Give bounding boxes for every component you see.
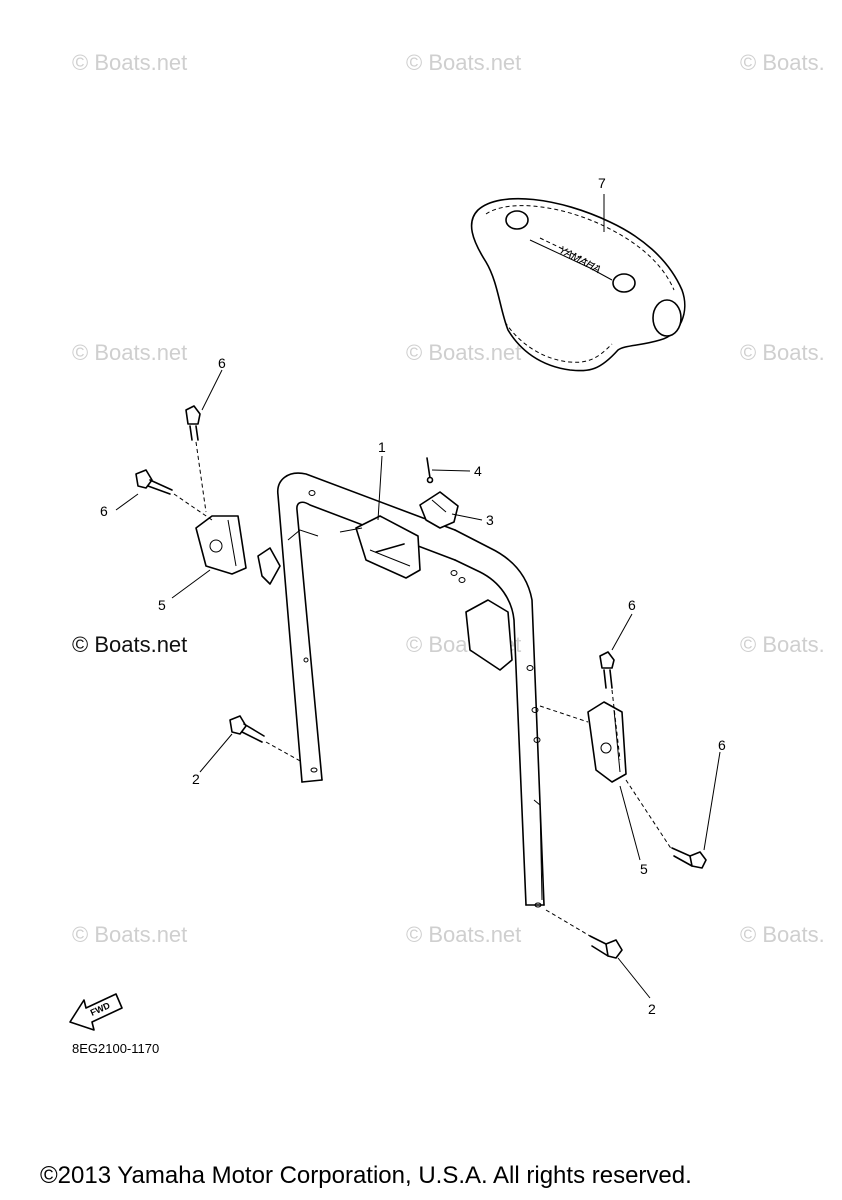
leader-5a [171,569,211,599]
leader-6d [703,751,721,851]
callout-6: 6 [218,355,226,371]
leader-6c [611,613,633,651]
leader-5b [619,785,641,861]
watermark: © Boats. [740,922,825,947]
callout-2: 2 [648,1001,656,1017]
leader-3 [451,513,483,521]
callout-6: 6 [718,737,726,753]
clip [419,491,459,529]
callout-6: 6 [100,503,108,519]
rivet [426,457,434,484]
leader-6b [115,493,139,511]
bolt-6-right [671,847,707,869]
watermark: © Boats.net [72,50,188,75]
callout-2: 2 [192,771,200,787]
bolt-6-top [185,405,201,441]
diagram-part-number: 8EG2100-1170 [72,1041,160,1056]
callout-5: 5 [640,861,648,877]
bolt-6-right-top [599,651,615,689]
leader-4 [431,469,471,472]
bracket-right [587,701,627,783]
watermark: © Boats.net [72,922,188,947]
watermark: © Boats. [740,340,825,365]
watermark: © Boats.net [406,50,522,75]
callout-4: 4 [474,463,482,479]
callout-5: 5 [158,597,166,613]
copyright-notice: ©2013 Yamaha Motor Corporation, U.S.A. A… [40,1162,692,1189]
watermark: © Boats. [740,50,825,75]
bolt-6-left [135,469,173,495]
bolt-2-left [229,715,265,743]
callout-7: 7 [598,175,606,191]
callout-1: 1 [378,439,386,455]
leader-1 [377,455,383,521]
leader-2a [199,733,233,773]
watermark: © Boats. [740,632,825,657]
bolt-2-right [589,935,623,959]
leader-2b [617,957,651,999]
watermark-strong: © Boats.net [72,632,188,657]
watermark: © Boats.net [406,340,522,365]
callout-6: 6 [628,597,636,613]
watermark: © Boats.net [406,922,522,947]
callout-3: 3 [486,512,494,528]
bracket-left [195,515,281,585]
watermark: © Boats.net [72,340,188,365]
fwd-arrow-icon: FWD [69,993,123,1031]
leader-6a [201,369,223,411]
handlebar-cover: YAMAHA [470,197,686,372]
steering-frame [277,472,545,908]
cover-logo: YAMAHA [557,244,603,276]
